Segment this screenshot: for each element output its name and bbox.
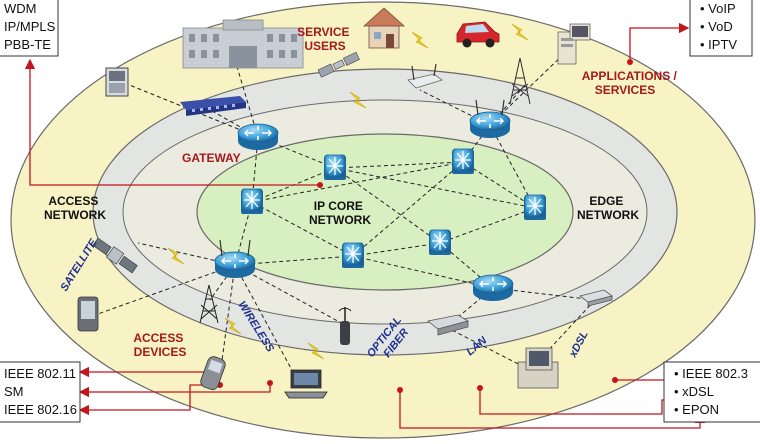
svg-text:IP/MPLS: IP/MPLS — [4, 19, 56, 34]
core-router-icon[interactable] — [240, 188, 264, 215]
desktop-icon — [517, 347, 559, 389]
svg-text:• VoD: • VoD — [700, 19, 733, 34]
satellite-icon — [317, 51, 360, 78]
bottom-left-protocol-box: IEEE 802.11 SM IEEE 802.16 — [0, 361, 81, 423]
core-router-icon[interactable] — [323, 154, 347, 181]
server-cabinet-icon — [105, 67, 129, 97]
svg-text:• xDSL: • xDSL — [674, 384, 714, 399]
svg-text:• IPTV: • IPTV — [700, 37, 737, 52]
service-users-label: SERVICE USERS — [297, 25, 353, 53]
top-left-protocol-box: WDM IP/MPLS PBB-TE — [0, 0, 59, 57]
antenna-tower-icon — [199, 284, 219, 324]
house-icon — [362, 7, 406, 49]
server-icon — [557, 23, 591, 65]
gateway-label: GATEWAY — [182, 151, 241, 165]
core-router-icon[interactable] — [523, 194, 547, 221]
svg-text:IEEE 802.11: IEEE 802.11 — [4, 366, 76, 381]
gateway-router-icon[interactable] — [237, 123, 279, 151]
modem-icon — [579, 289, 613, 307]
wifi-ap-icon — [338, 307, 352, 345]
svg-text:PBB-TE: PBB-TE — [4, 37, 51, 52]
edge-router-icon[interactable] — [469, 111, 511, 139]
wifi-ap-icon — [407, 63, 443, 89]
svg-text:WDM: WDM — [4, 1, 37, 16]
access-router-icon[interactable] — [214, 251, 256, 279]
svg-text:• EPON: • EPON — [674, 402, 719, 417]
access-devices-label: ACCESS DEVICES — [133, 331, 186, 359]
building-icon — [182, 19, 304, 69]
router-antennas — [219, 99, 505, 257]
svg-text:• IEEE 802.3: • IEEE 802.3 — [674, 366, 748, 381]
ip-core-label: IP CORE NETWORK — [309, 199, 371, 227]
switch-icon — [180, 96, 246, 116]
edge-router-icon[interactable] — [472, 274, 514, 302]
svg-text:SM: SM — [4, 384, 24, 399]
core-router-icon[interactable] — [341, 242, 365, 269]
antenna-tower-icon — [509, 57, 531, 105]
phone-icon — [200, 356, 226, 390]
ip-core-ring — [196, 133, 574, 291]
top-right-services-box: • VoIP • VoD • IPTV — [689, 0, 753, 57]
pda-icon — [77, 296, 99, 332]
car-icon — [456, 21, 500, 48]
bottom-right-protocol-box: • IEEE 802.3 • xDSL • EPON — [663, 361, 760, 423]
satellite-icon — [92, 237, 138, 274]
applications-services-label: APPLICATIONS / SERVICES — [582, 69, 680, 97]
svg-text:• VoIP: • VoIP — [700, 1, 736, 16]
core-router-icon[interactable] — [428, 229, 452, 256]
laptop-icon — [284, 369, 328, 399]
lan-switch-icon — [427, 314, 470, 336]
core-router-icon[interactable] — [451, 148, 475, 175]
edge-network-label: EDGE NETWORK — [577, 194, 639, 222]
svg-text:IEEE 802.16: IEEE 802.16 — [4, 402, 77, 417]
access-network-label: ACCESS NETWORK — [44, 194, 106, 222]
